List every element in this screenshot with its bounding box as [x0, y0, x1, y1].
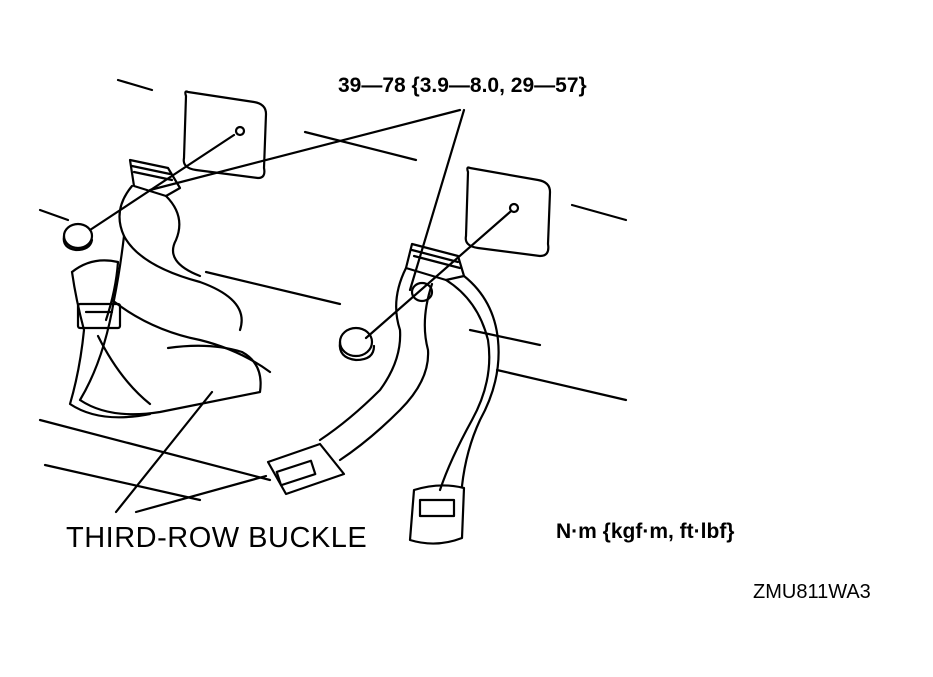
figure-id-label: ZMU811WA3 — [753, 581, 871, 603]
torque-spec-label: 39—78 {3.9—8.0, 29—57} — [338, 74, 587, 97]
right-belt-assembly — [266, 242, 500, 545]
torque-units-label: N·m {kgf·m, ft·lbf} — [556, 520, 735, 543]
left-bolt-hole — [234, 125, 246, 137]
left-belt-assembly — [68, 158, 272, 419]
third-row-buckle-label: THIRD-ROW BUCKLE — [66, 522, 368, 554]
right-collar-icon — [338, 326, 376, 362]
left-collar-icon — [62, 222, 94, 252]
floor-lines — [38, 78, 628, 502]
right-bolt-hole — [508, 202, 520, 214]
left-anchor-bracket — [182, 90, 268, 180]
leader-lines — [88, 108, 512, 514]
right-anchor-bracket — [464, 166, 552, 258]
